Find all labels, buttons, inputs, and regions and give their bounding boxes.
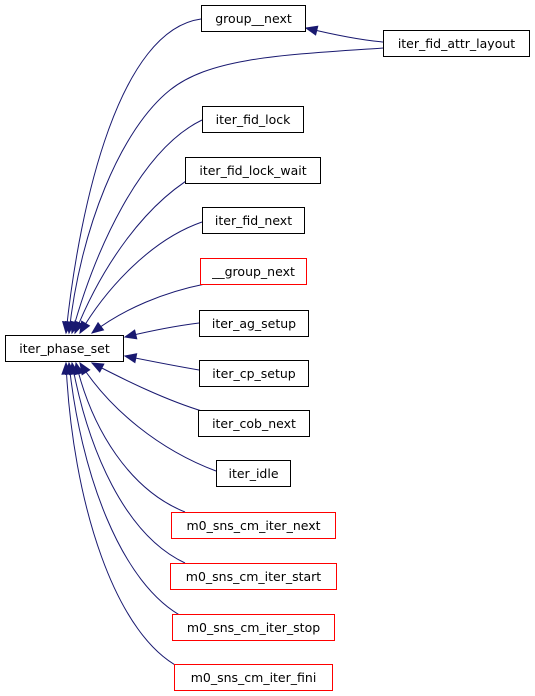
edge-iter_fid_attr_layout-to-iter_phase_set [65,47,384,335]
edge-group__next-to-iter_phase_set [61,18,202,335]
node-label: iter_fid_lock [216,112,292,127]
node-m0-sns-cm-iter-start[interactable]: m0_sns_cm_iter_start [170,563,337,590]
node-box [216,460,291,487]
node-box [200,258,307,285]
arrow-head-icon [90,321,105,334]
node-iter-cp-setup[interactable]: iter_cp_setup [199,360,309,387]
node-box [383,30,530,57]
node-box [5,335,124,362]
node-label: m0_sns_cm_iter_start [186,569,322,584]
node-box [202,207,305,234]
node-label: iter_fid_attr_layout [398,36,515,51]
edge-line [305,27,384,43]
graph-nodes: iter_phase_set group__next iter_fid_attr_l… [5,5,530,691]
node-label: iter_fid_lock_wait [199,163,306,178]
node-label: __group_next [211,264,295,279]
node-m0-sns-cm-iter-next[interactable]: m0_sns_cm_iter_next [171,512,336,539]
node-m0-sns-cm-iter-stop[interactable]: m0_sns_cm_iter_stop [172,614,335,641]
edge-line [79,362,217,472]
node-iter-fid-lock-wait[interactable]: iter_fid_lock_wait [185,157,321,184]
edge-line [65,18,202,334]
edge-line [68,362,186,619]
node-iter-phase-set[interactable]: iter_phase_set [5,335,124,362]
node-iter-cob-next[interactable]: iter_cob_next [198,410,310,437]
arrow-head-icon [61,361,72,375]
node-label: iter_phase_set [19,341,110,356]
edge-iter_fid_attr_layout-to-group__next [304,25,384,43]
node-label: iter_cob_next [212,416,296,431]
node-box [199,360,309,387]
arrow-head-icon [123,353,138,364]
edge-__group_next-to-iter_phase_set [90,283,206,334]
node-iter-fid-lock[interactable]: iter_fid_lock [202,106,304,133]
node-label: m0_sns_cm_iter_fini [191,670,317,685]
edge-iter_idle-to-iter_phase_set [79,361,217,472]
edge-iter_fid_lock_wait-to-iter_phase_set [74,169,206,335]
edge-iter_cob_next-to-iter_phase_set [90,362,206,413]
edge-m0_sns_cm_iter_next-to-iter_phase_set [73,361,186,513]
node-iter-fid-next[interactable]: iter_fid_next [202,207,305,234]
node-label: iter_fid_next [215,213,292,228]
edge-line [71,362,186,564]
graph-edges [61,18,384,671]
edge-iter_fid_next-to-iter_phase_set [79,221,203,335]
edge-line [65,362,186,671]
arrow-head-icon [79,320,91,335]
node-box [199,310,309,337]
edge-m0_sns_cm_iter_fini-to-iter_phase_set [61,361,186,671]
edge-iter_cp_setup-to-iter_phase_set [123,353,200,371]
edge-line [91,362,206,413]
node-box [172,614,335,641]
edge-line [74,169,206,334]
node-box [171,512,336,539]
node-iter-idle[interactable]: iter_idle [216,460,291,487]
edge-m0_sns_cm_iter_start-to-iter_phase_set [68,361,186,564]
node-label: m0_sns_cm_iter_stop [187,620,320,635]
edge-iter_ag_setup-to-iter_phase_set [123,322,200,340]
arrow-head-icon [90,362,105,373]
node-group--next[interactable]: group__next [201,5,306,32]
node-box [198,410,310,437]
node-label: m0_sns_cm_iter_next [186,518,320,533]
node-label: iter_ag_setup [212,316,296,331]
node-box [174,664,333,691]
node-box [185,157,321,184]
node-iter-fid-attr-layout[interactable]: iter_fid_attr_layout [383,30,530,57]
edge-line [71,119,203,334]
node-label: group__next [215,11,292,26]
node-iter-ag-setup[interactable]: iter_ag_setup [199,310,309,337]
edge-line [79,221,203,334]
node-box [202,106,304,133]
edge-m0_sns_cm_iter_stop-to-iter_phase_set [64,361,186,619]
arrow-head-icon [123,329,138,340]
edge-line [75,362,186,513]
node-label: iter_cp_setup [212,366,296,381]
node-m0-sns-cm-iter-fini[interactable]: m0_sns_cm_iter_fini [174,664,333,691]
edge-line [68,47,384,334]
edge-line [91,283,206,334]
node-group-next[interactable]: __group_next [200,258,307,285]
node-box [170,563,337,590]
node-label: iter_idle [228,466,278,481]
node-box [201,5,306,32]
arrow-head-icon [304,25,319,36]
